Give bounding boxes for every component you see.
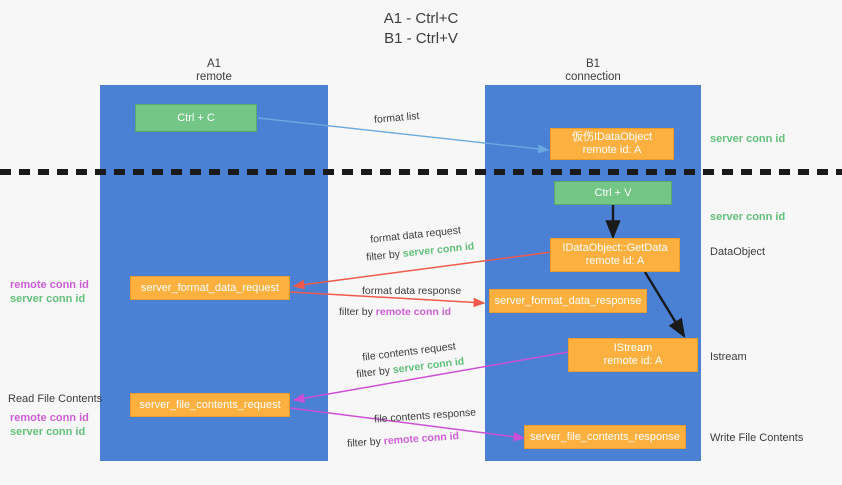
box-istream[interactable]: IStream remote id: A xyxy=(568,338,698,372)
box-ctrl-c-label: Ctrl + C xyxy=(177,111,215,124)
box-getdata[interactable]: IDataObject::GetData remote id: A xyxy=(550,238,680,272)
lane-header-b1-name: B1 xyxy=(585,58,601,70)
annotation-remote-conn-id-2: remote conn id xyxy=(10,412,89,424)
box-istream-sub: remote id: A xyxy=(603,355,663,367)
annotation-write-file-contents: Write File Contents xyxy=(710,432,804,444)
box-ctrl-v-label: Ctrl + V xyxy=(594,186,632,199)
box-file-req-label: server_file_contents_request xyxy=(139,398,281,411)
fmt-resp-filter-value: remote conn id xyxy=(375,306,452,318)
label-format-data-response: format data response xyxy=(362,285,462,297)
box-ctrl-v[interactable]: Ctrl + V xyxy=(554,181,672,205)
title-line-2: B1 - Ctrl+V xyxy=(384,30,458,47)
box-server-file-contents-request[interactable]: server_file_contents_request xyxy=(130,393,290,417)
fmt-req-filter-prefix: filter by xyxy=(365,247,404,264)
box-file-resp-label: server_file_contents_response xyxy=(530,430,680,443)
annotation-server-conn-id-top: server conn id xyxy=(710,133,786,145)
annotation-istream: Istream xyxy=(710,351,747,363)
file-req-filter-prefix: filter by xyxy=(355,364,394,381)
label-format-data-response-filter: filter by remote conn id xyxy=(339,305,451,319)
annotation-remote-conn-id-1: remote conn id xyxy=(10,279,89,291)
lane-header-b1: B1 connection xyxy=(485,58,701,84)
lane-header-b1-sub: connection xyxy=(565,71,621,83)
fmt-req-filter-value: server conn id xyxy=(402,240,475,260)
label-format-list: format list xyxy=(373,110,420,126)
annotation-server-conn-id-1: server conn id xyxy=(10,293,86,305)
lane-header-a1-sub: remote xyxy=(196,71,232,83)
annotation-server-conn-id-2: server conn id xyxy=(10,426,86,438)
box-server-format-data-response[interactable]: server_format_data_response xyxy=(489,289,647,313)
box-server-file-contents-response[interactable]: server_file_contents_response xyxy=(524,425,686,449)
label-file-contents-response: file contents response xyxy=(373,406,477,426)
box-server-format-data-request[interactable]: server_format_data_request xyxy=(130,276,290,300)
label-file-contents-response-filter: filter by remote conn id xyxy=(347,429,460,451)
box-idataobject-label: 仮伤IDataObject xyxy=(571,131,653,143)
box-getdata-sub: remote id: A xyxy=(585,255,645,267)
file-resp-filter-value: remote conn id xyxy=(383,430,460,448)
box-fmt-resp-label: server_format_data_response xyxy=(494,294,642,307)
annotation-server-conn-id-mid: server conn id xyxy=(710,211,786,223)
box-istream-label: IStream xyxy=(613,342,653,354)
annotation-read-file-contents: Read File Contents xyxy=(8,393,103,405)
box-fmt-req-label: server_format_data_request xyxy=(140,281,280,294)
file-resp-filter-prefix: filter by xyxy=(346,435,385,450)
lane-header-a1-name: A1 xyxy=(206,58,222,70)
box-ctrl-c[interactable]: Ctrl + C xyxy=(135,104,257,132)
title-line-1: A1 - Ctrl+C xyxy=(383,10,459,27)
box-getdata-label: IDataObject::GetData xyxy=(562,242,668,254)
box-idataobject-sub: remote id: A xyxy=(582,144,642,156)
lane-header-a1: A1 remote xyxy=(100,58,328,84)
box-idataobject[interactable]: 仮伤IDataObject remote id: A xyxy=(550,128,674,160)
annotation-dataobject: DataObject xyxy=(710,246,766,258)
fmt-resp-filter-prefix: filter by xyxy=(339,306,376,318)
page-title: A1 - Ctrl+C B1 - Ctrl+V xyxy=(0,9,842,49)
